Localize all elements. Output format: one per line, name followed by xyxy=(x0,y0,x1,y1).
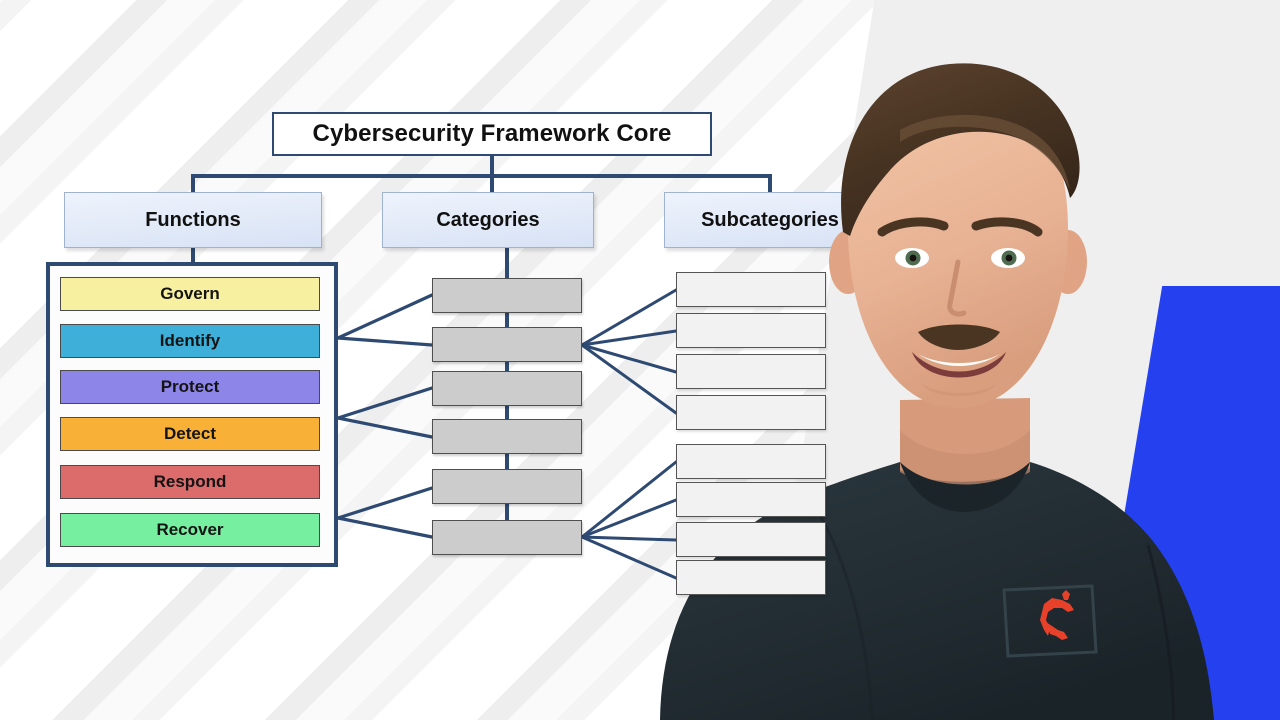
function-label: Respond xyxy=(153,472,227,491)
category-box[interactable] xyxy=(432,371,582,406)
column-header-functions: Functions xyxy=(64,192,322,248)
hair xyxy=(841,63,1080,237)
shirt-collar xyxy=(900,462,1030,512)
subcategory-box[interactable] xyxy=(676,444,826,479)
subcategory-box[interactable] xyxy=(676,272,826,307)
function-label: Detect xyxy=(164,424,216,443)
pupil-left xyxy=(909,254,917,262)
subcategory-box[interactable] xyxy=(676,560,826,595)
page-title: Cybersecurity Framework Core xyxy=(272,112,712,156)
function-box-detect[interactable]: Detect xyxy=(60,417,320,451)
function-label: Identify xyxy=(159,331,221,350)
function-box-identify[interactable]: Identify xyxy=(60,324,320,358)
function-box-govern[interactable]: Govern xyxy=(60,277,320,311)
sleeve-seam-right xyxy=(1146,544,1176,720)
column-header-categories: Categories xyxy=(382,192,594,248)
subcategory-box[interactable] xyxy=(676,354,826,389)
pupil-right xyxy=(1005,254,1013,262)
subcategory-box[interactable] xyxy=(676,482,826,517)
polo-player-logo xyxy=(1040,590,1074,640)
function-label: Protect xyxy=(160,377,220,396)
category-box[interactable] xyxy=(432,278,582,313)
category-box[interactable] xyxy=(432,469,582,504)
moustache xyxy=(918,324,1000,350)
eyebrow-left xyxy=(877,217,949,237)
sleeve-seam-left xyxy=(812,504,874,720)
subcategory-box[interactable] xyxy=(676,313,826,348)
function-label: Govern xyxy=(160,284,220,303)
nose xyxy=(947,259,967,317)
category-box[interactable] xyxy=(432,520,582,555)
category-box[interactable] xyxy=(432,327,582,362)
function-box-recover[interactable]: Recover xyxy=(60,513,320,547)
chin-shadow xyxy=(922,384,996,396)
cybersecurity-framework-diagram: Cybersecurity Framework Core Functions C… xyxy=(46,112,876,595)
neck-shadow xyxy=(900,430,1030,486)
function-box-protect[interactable]: Protect xyxy=(60,370,320,404)
category-box[interactable] xyxy=(432,419,582,454)
function-label: Recover xyxy=(156,520,224,539)
teeth xyxy=(918,354,1000,366)
subcategory-box[interactable] xyxy=(676,522,826,557)
shirt-pocket xyxy=(1002,584,1098,658)
function-box-respond[interactable]: Respond xyxy=(60,465,320,499)
eyebrow-right xyxy=(971,217,1043,237)
hair-highlight xyxy=(900,114,1070,190)
face xyxy=(848,85,1068,408)
subcategory-box[interactable] xyxy=(676,395,826,430)
mouth xyxy=(912,352,1006,378)
